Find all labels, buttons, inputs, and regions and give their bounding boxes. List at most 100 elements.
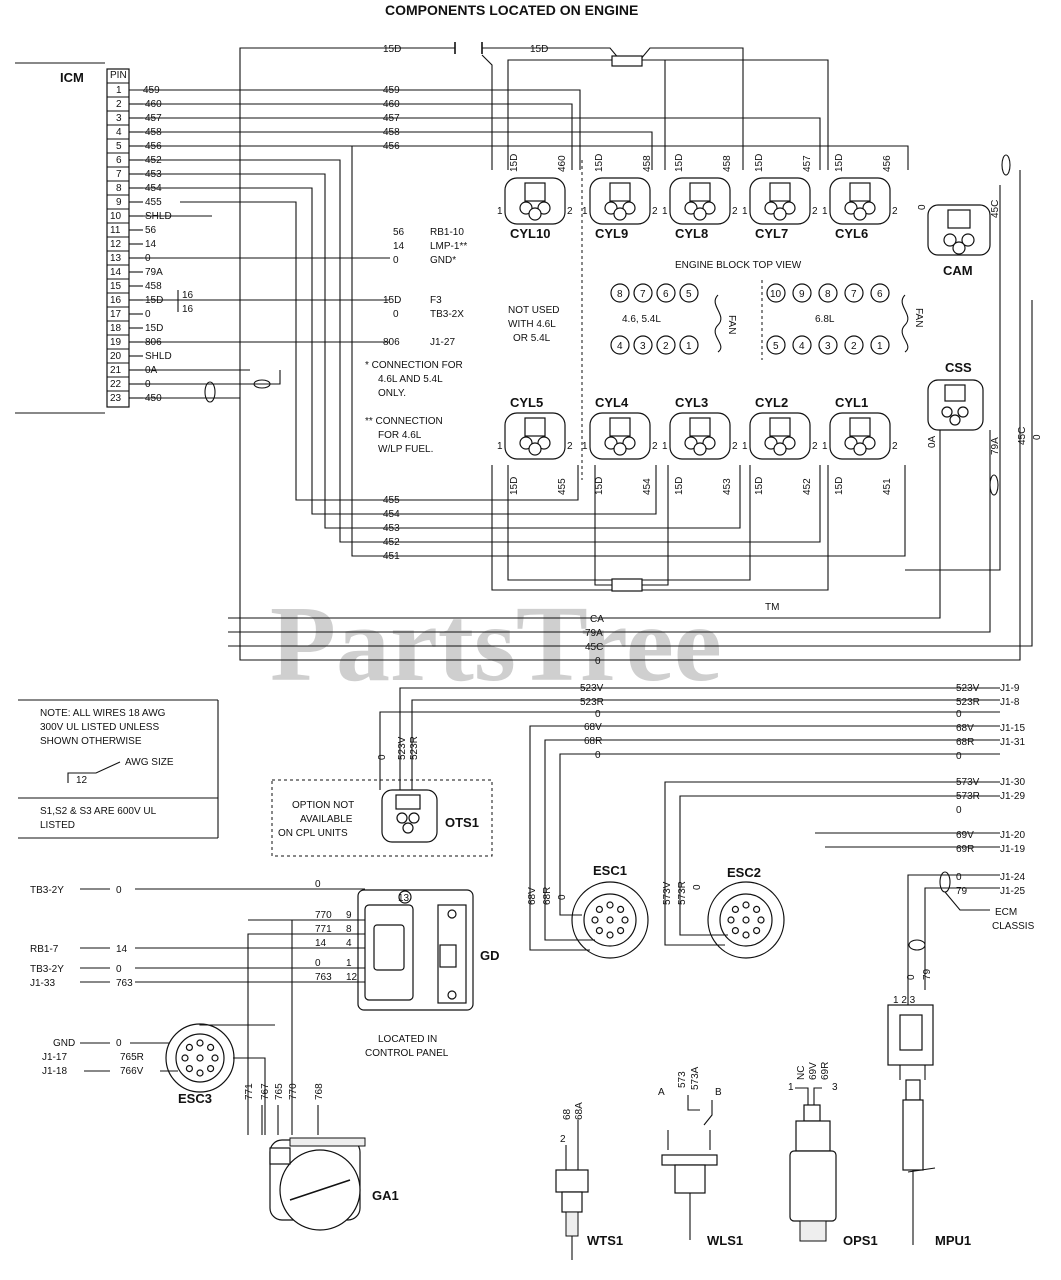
connector-pin (753, 927, 761, 935)
connector-pin (211, 1054, 219, 1062)
svg-text:7: 7 (851, 289, 857, 300)
esc3-j117: J1-17 (42, 1052, 67, 1063)
block-big-label: 6.8L (815, 314, 835, 325)
esc3-wire-to-ga (233, 1057, 266, 1135)
esc3-j117-w: 765R (120, 1052, 144, 1063)
wire-15d-bot-cyl5 (507, 465, 612, 581)
right-wire-dest: J1-15 (1000, 723, 1025, 734)
pin-2: 2 (732, 206, 738, 217)
mid-806: 806 (383, 337, 400, 348)
note-star-3: ONLY. (378, 388, 406, 399)
wire-label-456: 456 (383, 141, 400, 152)
cylinder-left-wire: 15D (509, 477, 520, 495)
wire-ots-523r (411, 699, 1000, 790)
connector-pin (207, 1065, 215, 1073)
esc3-label: ESC3 (178, 1091, 212, 1106)
cylinder-position: 5 (679, 283, 699, 303)
icm-pin-wire: 455 (145, 197, 162, 208)
right-wire-label: 79 (956, 886, 968, 897)
cam-w45c: 45C (990, 200, 1001, 218)
wire-esc1-b (544, 895, 595, 941)
ops-label: OPS1 (843, 1233, 878, 1248)
ga1-w765: 765 (274, 1083, 285, 1100)
wls-label: WLS1 (707, 1233, 743, 1248)
mpu-w0: 0 (906, 974, 917, 980)
pin-2: 2 (892, 206, 898, 217)
cylinder-label: CYL4 (595, 395, 629, 410)
svg-text:5: 5 (686, 289, 692, 300)
wire-mpu-79 (924, 887, 1000, 990)
center-523r: 523R (580, 697, 604, 708)
right-wire-label: 0 (956, 872, 962, 883)
wire-css-45c (228, 300, 1033, 647)
cylinder-label: CYL5 (510, 395, 543, 410)
icm-pin-number: 15 (110, 281, 122, 292)
cylinder-left-wire: 15D (754, 477, 765, 495)
wire-68v (529, 725, 1000, 895)
esc1-w68r: 68R (542, 887, 553, 905)
right-wire-label: 0 (956, 751, 962, 762)
svg-text:1: 1 (686, 341, 692, 352)
right-wire-label: 523V (956, 683, 980, 694)
wire-label-15d-a: 15D (383, 44, 401, 55)
note-star-1: * CONNECTION FOR (365, 360, 463, 371)
wire-15d-bot-cyl4 (594, 465, 612, 586)
pin-1: 1 (742, 441, 748, 452)
wire-573v (664, 781, 1000, 895)
connector-pin (595, 927, 603, 935)
wire-68r (544, 739, 1000, 895)
cam-w0: 0 (917, 204, 928, 210)
gd-row-pin: 4 (346, 938, 352, 949)
wire-label-15d-b: 15D (530, 44, 548, 55)
mid-806-dest: J1-27 (430, 337, 455, 348)
css-label: CSS (945, 360, 972, 375)
ots-opt-3: ON CPL UNITS (278, 828, 348, 839)
connector-pin (196, 1069, 204, 1077)
ops-nc: NC (796, 1066, 807, 1080)
esc3-wire-out (199, 1024, 275, 1026)
cylinder-label: CYL9 (595, 226, 628, 241)
svg-text:1: 1 (877, 341, 883, 352)
cylinder-right-wire: 452 (802, 478, 813, 495)
wire-456 (129, 145, 909, 170)
cylinder-right-wire: 454 (642, 478, 653, 495)
center-0b: 0 (595, 750, 601, 761)
icm-pin-number: 12 (110, 239, 122, 250)
mid-14: 14 (393, 241, 405, 252)
oil-pressure-switch (789, 1087, 837, 1242)
svg-text:3: 3 (825, 341, 831, 352)
cylinder-position: 7 (844, 283, 864, 303)
fan-big-icon (901, 294, 909, 353)
svg-text:2: 2 (663, 341, 669, 352)
cylinder-position: 2 (844, 335, 864, 355)
connector-pin (207, 1043, 215, 1051)
cylinder-label: CYL1 (835, 395, 868, 410)
mid-15d-dest: F3 (430, 295, 442, 306)
gd-row-source: TB3-2Y (30, 885, 64, 896)
wire-loop-cam-icon (1001, 154, 1011, 176)
mid-0-dest: GND* (430, 255, 456, 266)
engine-block-caption: ENGINE BLOCK TOP VIEW (675, 260, 802, 271)
gd-row-source: TB3-2Y (30, 964, 64, 975)
wire-esc1-0 (559, 753, 1000, 895)
note-line-5: LISTED (40, 820, 75, 831)
right-wire-dest: J1-30 (1000, 777, 1025, 788)
wire-770 (291, 919, 320, 1135)
note-line-4: S1,S2 & S3 ARE 600V UL (40, 806, 157, 817)
icm-pin-number: 10 (110, 211, 122, 222)
cylinder-left-wire: 15D (674, 154, 685, 172)
css-w0: 0 (1032, 434, 1043, 440)
mpu-pins: 1 2 3 (893, 995, 916, 1006)
wire-label-459: 459 (143, 85, 160, 96)
ga1-w771: 771 (244, 1083, 255, 1100)
right-wire-label: 523R (956, 697, 980, 708)
icm-label: ICM (60, 70, 84, 85)
wire-0-loop (129, 370, 281, 385)
svg-text:7: 7 (640, 289, 646, 300)
mid-56: 56 (393, 227, 405, 238)
gas-actuator (269, 1137, 366, 1231)
